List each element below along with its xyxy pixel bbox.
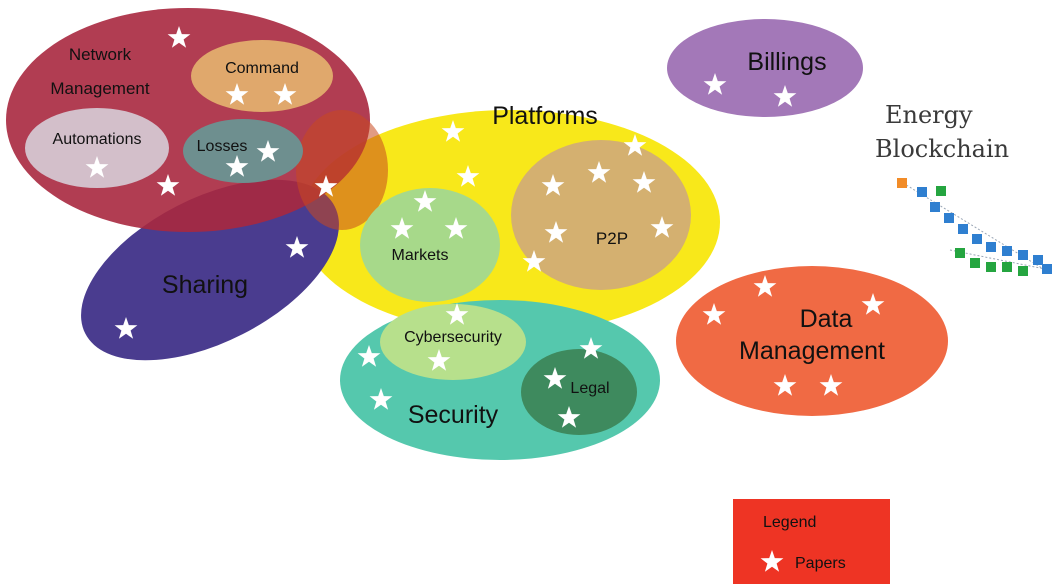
command-region	[191, 40, 333, 112]
billings-label: Billings	[747, 48, 826, 76]
logo-line2: Blockchain	[875, 135, 1009, 163]
automations-region	[25, 108, 169, 188]
legend-title: Legend	[763, 514, 816, 531]
blockchain-cubes-icon	[897, 178, 1052, 276]
billings-region	[667, 19, 863, 117]
legal-label: Legal	[570, 380, 609, 397]
sharing-region	[81, 179, 339, 361]
command-label: Command	[225, 60, 299, 77]
security-label: Security	[408, 401, 499, 429]
logo-line1: Energy	[885, 101, 973, 129]
network-platforms-overlap	[296, 110, 388, 230]
data-management-label-line1: Data	[800, 305, 853, 333]
network-management-label-line1: Network	[69, 45, 132, 64]
legend-box	[733, 499, 890, 584]
cybersecurity-label: Cybersecurity	[404, 329, 502, 346]
markets-region	[360, 188, 500, 302]
platforms-label: Platforms	[492, 102, 598, 130]
legal-region	[521, 349, 637, 435]
data-management-label-line2: Management	[739, 337, 885, 365]
energy-blockchain-logo: Energy Blockchain	[875, 101, 1052, 276]
cybersecurity-region	[380, 304, 526, 380]
legend: Legend Papers	[733, 499, 890, 584]
legend-item-papers: Papers	[795, 555, 846, 572]
losses-region	[183, 119, 303, 183]
losses-label: Losses	[197, 138, 248, 155]
markets-label: Markets	[392, 247, 449, 264]
sharing-label: Sharing	[162, 271, 248, 299]
p2p-label: P2P	[596, 229, 628, 248]
network-management-label-line2: Management	[50, 79, 150, 98]
automations-label: Automations	[53, 131, 142, 148]
